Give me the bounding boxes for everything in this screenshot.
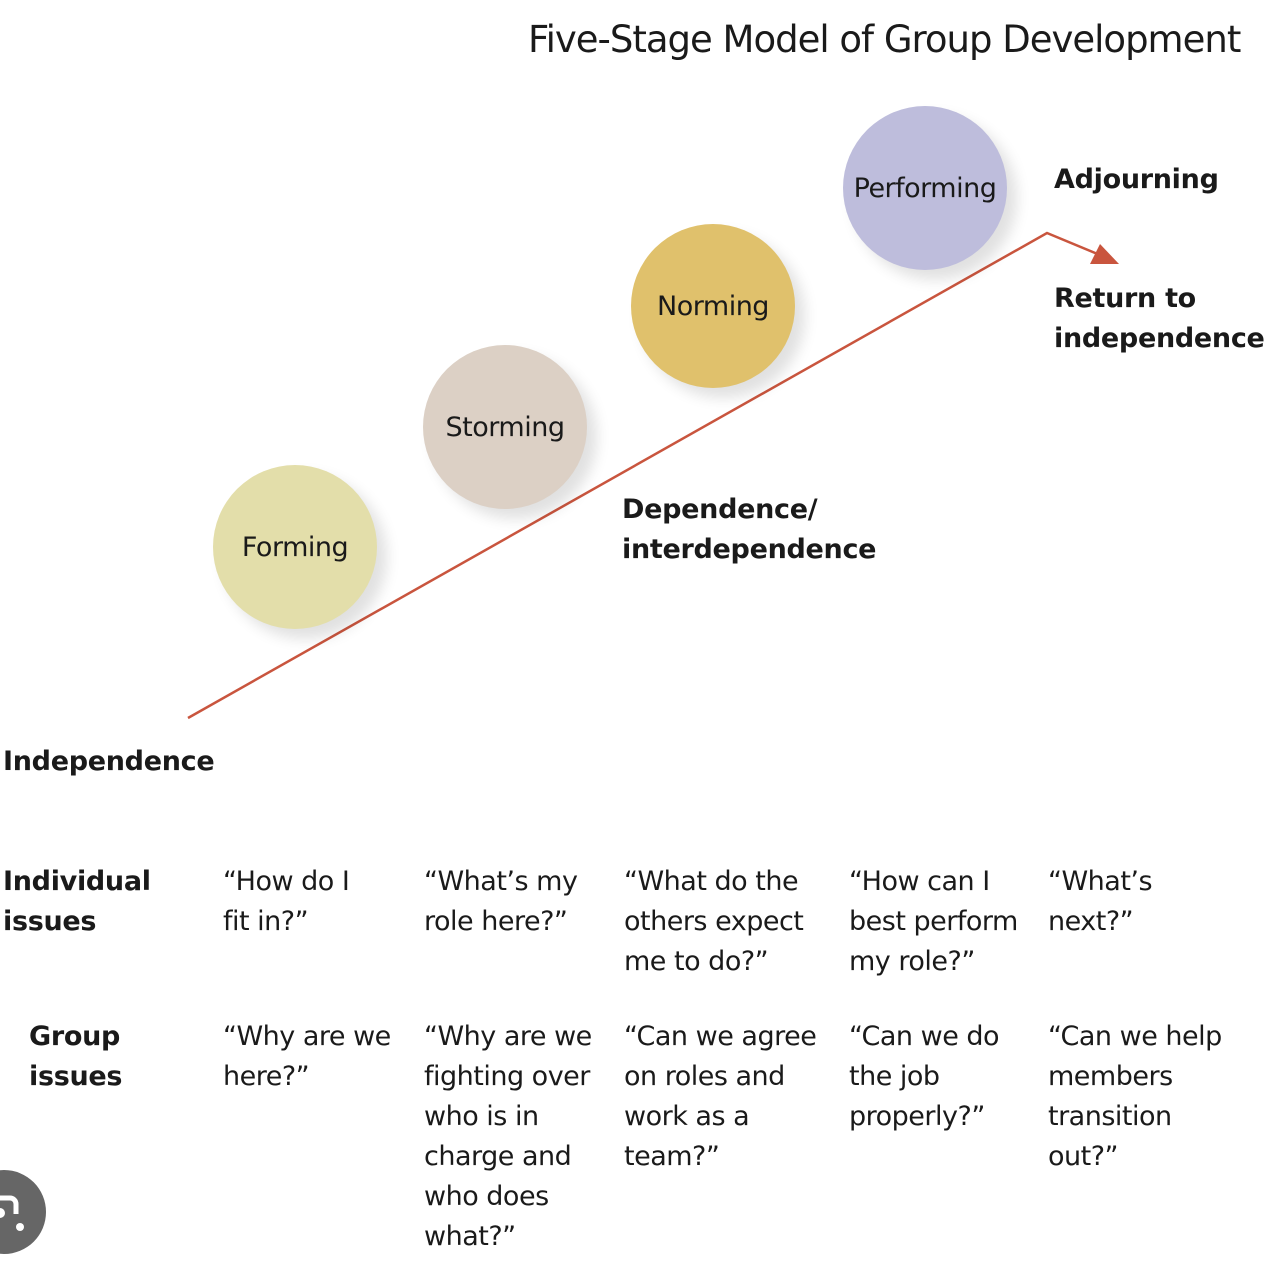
trend-line	[187, 231, 1113, 720]
lens-search-button[interactable]	[0, 1170, 46, 1254]
stage-label: Performing	[853, 172, 997, 204]
arrowhead-icon	[1090, 244, 1119, 264]
stage-storming: Storming	[423, 345, 587, 509]
individual-storming: “What’s my role here?”	[424, 866, 578, 937]
individual-forming: “How do I fit in?”	[223, 866, 350, 937]
stage-adjourning: Adjourning	[1054, 164, 1219, 195]
camera-lens-icon	[0, 1195, 24, 1231]
group-performing: “Can we do the job properly?”	[849, 1021, 1000, 1132]
row-label-group: Group issues	[29, 1021, 123, 1092]
stage-norming: Norming	[631, 224, 795, 388]
group-storming: “Why are we fighting over who is in char…	[424, 1021, 592, 1252]
stage-label: Forming	[241, 531, 349, 563]
diagram-title: Five-Stage Model of Group Development	[528, 18, 1241, 61]
group-adjourning: “Can we help members transition out?”	[1048, 1021, 1222, 1172]
individual-performing: “How can I best perform my role?”	[849, 866, 1018, 977]
row-label-individual: Individual issues	[3, 866, 151, 937]
return-label: Return to independence	[1054, 283, 1265, 354]
stage-performing: Performing	[843, 106, 1007, 270]
stage-label: Norming	[657, 290, 769, 322]
independence-label: Independence	[3, 746, 215, 777]
stage-label: Storming	[445, 411, 565, 443]
group-forming: “Why are we here?”	[223, 1021, 391, 1092]
individual-norming: “What do the others expect me to do?”	[624, 866, 804, 977]
individual-adjourning: “What’s next?”	[1048, 866, 1153, 937]
dependence-label: Dependence/ interdependence	[622, 494, 877, 565]
stage-forming: Forming	[213, 465, 377, 629]
group-norming: “Can we agree on roles and work as a tea…	[624, 1021, 817, 1172]
